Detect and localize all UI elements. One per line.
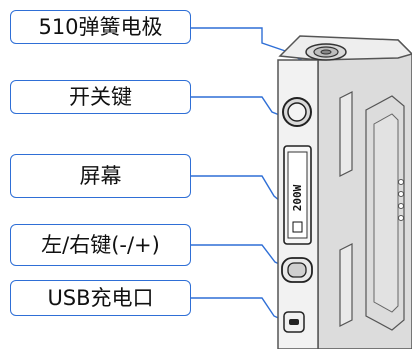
callout-adjust-buttons: 左/右键(-/+): [10, 224, 191, 266]
usb-port-slot: [289, 319, 299, 325]
side-accent-inner: [373, 113, 399, 313]
callout-usb-port-label: USB充电口: [47, 285, 154, 310]
power-button: [282, 97, 312, 127]
connector-pin: [320, 49, 332, 55]
callout-510-connector-label: 510弹簧电极: [38, 14, 163, 39]
callout-510-connector: 510弹簧电极: [10, 10, 191, 44]
callout-screen-label: 屏幕: [79, 163, 122, 188]
510-connector: [305, 43, 347, 61]
side-accent-frame: [365, 95, 405, 331]
screen: 200W: [283, 145, 312, 245]
adjust-buttons: [281, 257, 313, 283]
callout-power-button-label: 开关键: [69, 84, 132, 109]
power-button-inner: [287, 102, 307, 122]
screen-panel: [287, 151, 308, 239]
leader-line-adjust: [191, 244, 289, 269]
side-rail-upper: [339, 91, 353, 177]
side-vent-dot: [398, 179, 404, 185]
side-vent-dot: [398, 215, 404, 221]
screen-wattage: 200W: [291, 184, 304, 211]
side-vent-dot: [398, 203, 404, 209]
leader-line-connector: [191, 27, 301, 57]
callout-usb-port: USB充电口: [10, 280, 191, 316]
usb-port: [283, 311, 305, 333]
callout-screen: 屏幕: [10, 154, 191, 198]
leader-line-usb: [191, 297, 288, 323]
adjust-button-rocker: [287, 262, 307, 278]
side-vent-dot: [398, 191, 404, 197]
callout-adjust-buttons-label: 左/右键(-/+): [41, 232, 160, 257]
side-rail-lower: [339, 243, 353, 327]
device-top-face: [278, 35, 412, 61]
leader-line-power: [191, 96, 293, 121]
leader-line-screen: [191, 175, 287, 207]
callout-power-button: 开关键: [10, 80, 191, 114]
screen-battery-icon: [292, 221, 303, 233]
